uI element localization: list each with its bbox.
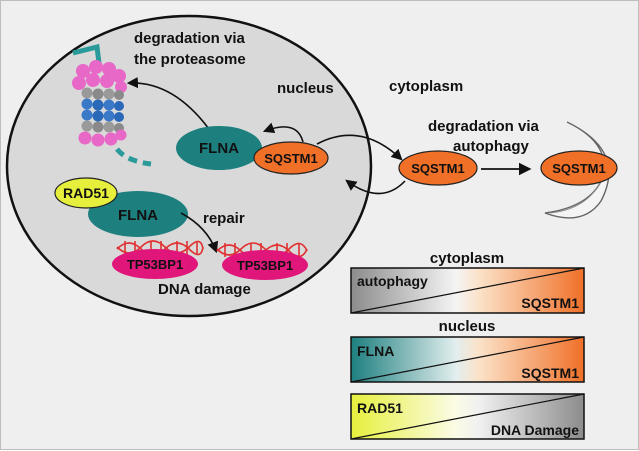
sqstm1-autophagosome-label: SQSTM1: [552, 161, 605, 176]
flna-lower: [88, 191, 188, 237]
label-degradation-proteasome-line1: degradation via: [134, 30, 246, 47]
flna-upper: [176, 126, 262, 170]
sqstm1-cytoplasm-label: SQSTM1: [411, 161, 464, 176]
label-degradation-autophagy-line1: degradation via: [428, 118, 540, 135]
gradient-nucleus-title: nucleus: [439, 318, 496, 335]
flna-upper-label: FLNA: [199, 140, 239, 157]
gradient-bar-rad51: [350, 393, 585, 440]
ubiquitin-chain-top: [72, 43, 102, 64]
proteasome-icon: [72, 60, 127, 147]
gradient-bar-nucleus: [350, 336, 585, 383]
tp53bp1-left: [112, 249, 198, 279]
sqstm1-cytoplasm: [398, 150, 478, 186]
tp53bp1-left-label: TP53BP1: [127, 257, 183, 272]
gradient-cytoplasm-left: autophagy: [357, 273, 428, 289]
label-degradation-proteasome-line2: the proteasome: [134, 51, 246, 68]
label-dna-damage: DNA damage: [158, 281, 251, 298]
arrow-cytoplasm-to-nucleus: [345, 179, 406, 195]
gradient-rad51-left: RAD51: [357, 400, 403, 416]
arrow-nucleus-to-cytoplasm: [316, 134, 403, 161]
arrow-sqstm1-to-flna: [262, 122, 304, 143]
gradient-rad51-right: DNA Damage: [491, 422, 579, 438]
gradient-nucleus-left: FLNA: [357, 343, 394, 359]
arrow-repair: [180, 212, 219, 254]
label-degradation-autophagy-line2: autophagy: [453, 138, 529, 155]
ubiquitin-chain-bottom: [115, 147, 152, 167]
gradient-bar-cytoplasm: [350, 267, 585, 314]
dna-strand-right: [216, 242, 308, 258]
rad51: [54, 177, 118, 209]
sqstm1-nuclear-label: SQSTM1: [264, 151, 317, 166]
label-repair: repair: [203, 210, 245, 227]
tp53bp1-right: [222, 250, 308, 280]
gradient-cytoplasm-title: cytoplasm: [430, 250, 504, 267]
sqstm1-autophagosome: [540, 150, 618, 186]
gradient-cytoplasm-right: SQSTM1: [521, 295, 579, 311]
gradient-nucleus-right: SQSTM1: [521, 365, 579, 381]
label-cytoplasm: cytoplasm: [389, 78, 463, 95]
tp53bp1-right-label: TP53BP1: [237, 258, 293, 273]
label-nucleus: nucleus: [277, 80, 334, 97]
arrow-flna-to-proteasome: [126, 77, 210, 130]
rad51-label: RAD51: [63, 185, 109, 201]
sqstm1-nuclear: [253, 141, 329, 175]
flna-lower-label: FLNA: [118, 207, 158, 224]
